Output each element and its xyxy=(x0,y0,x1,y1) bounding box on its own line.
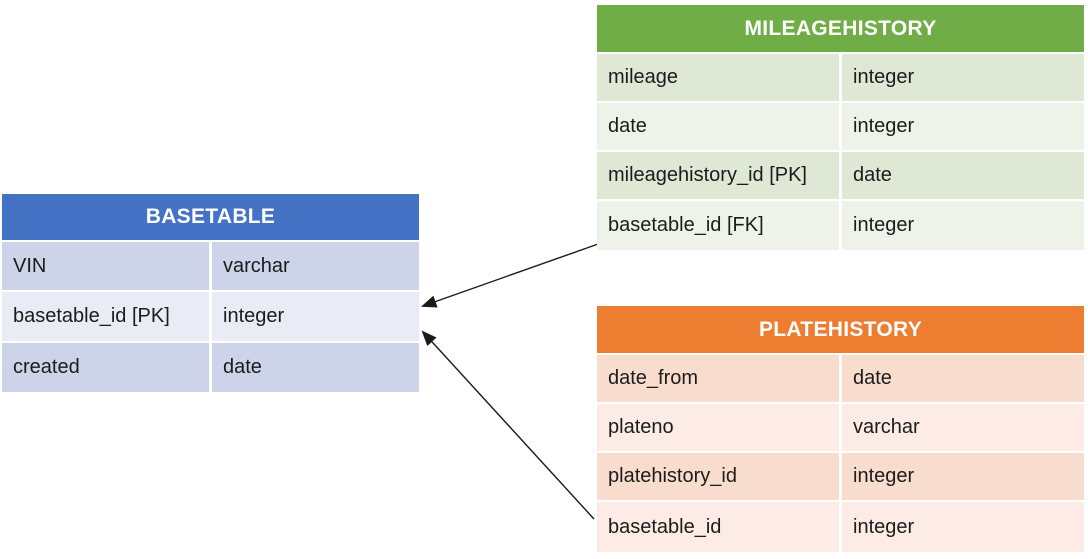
platehistory-field-plateno: plateno xyxy=(597,404,839,451)
mileagehistory-field-mileage: mileage xyxy=(597,54,839,101)
arrow-platehistory-to-basetable xyxy=(421,330,595,520)
platehistory-field-date-from: date_from xyxy=(597,355,839,402)
mileagehistory-field-mileagehistory-id: mileagehistory_id [PK] xyxy=(597,152,839,199)
entity-basetable: BASETABLE VIN varchar basetable_id [PK] … xyxy=(2,194,419,392)
entity-platehistory-title: PLATEHISTORY xyxy=(597,306,1084,353)
platehistory-field-platehistory-id: platehistory_id xyxy=(597,453,839,500)
basetable-field-vin: VIN xyxy=(2,242,209,290)
platehistory-type-platehistory-id: integer xyxy=(842,453,1084,500)
platehistory-type-plateno: varchar xyxy=(842,404,1084,451)
arrow-mileagehistory-to-basetable xyxy=(421,242,602,308)
entity-mileagehistory: MILEAGEHISTORY mileage integer date inte… xyxy=(597,5,1084,250)
mileagehistory-type-mileagehistory-id: date xyxy=(842,152,1084,199)
entity-basetable-title: BASETABLE xyxy=(2,194,419,240)
basetable-type-vin: varchar xyxy=(212,242,419,290)
basetable-type-basetable-id: integer xyxy=(212,292,419,341)
entity-platehistory: PLATEHISTORY date_from date plateno varc… xyxy=(597,306,1084,552)
basetable-field-created: created xyxy=(2,343,209,392)
mileagehistory-field-basetable-id: basetable_id [FK] xyxy=(597,201,839,250)
basetable-type-created: date xyxy=(212,343,419,392)
platehistory-type-date-from: date xyxy=(842,355,1084,402)
basetable-field-basetable-id: basetable_id [PK] xyxy=(2,292,209,341)
mileagehistory-field-date: date xyxy=(597,103,839,150)
mileagehistory-type-basetable-id: integer xyxy=(842,201,1084,250)
entity-mileagehistory-title: MILEAGEHISTORY xyxy=(597,5,1084,52)
platehistory-field-basetable-id: basetable_id xyxy=(597,502,839,552)
platehistory-type-basetable-id: integer xyxy=(842,502,1084,552)
mileagehistory-type-date: integer xyxy=(842,103,1084,150)
mileagehistory-type-mileage: integer xyxy=(842,54,1084,101)
